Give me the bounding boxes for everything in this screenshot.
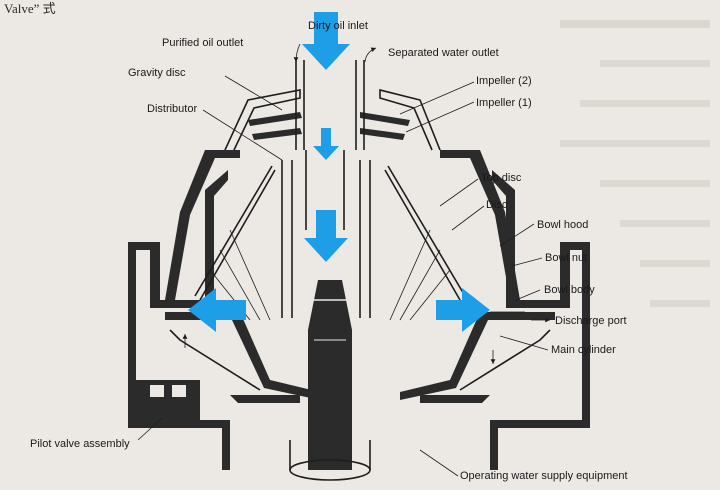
- background-print: [560, 20, 710, 307]
- bowl-hood-right: [440, 150, 520, 300]
- flow-arrow-right: [436, 288, 490, 332]
- pilot-valve-port: [150, 385, 164, 397]
- label-dirty-oil-inlet: Dirty oil inlet: [308, 20, 368, 32]
- labels: Dirty oil inlet Purified oil outlet Sepa…: [30, 20, 628, 482]
- label-impeller-1: Impeller (1): [476, 97, 532, 109]
- label-gravity-disc: Gravity disc: [128, 67, 186, 79]
- label-impeller-2: Impeller (2): [476, 75, 532, 87]
- separator-body: [128, 60, 590, 481]
- label-separated-water-outlet: Separated water outlet: [388, 47, 499, 59]
- bowl-hood-left: [165, 150, 240, 300]
- label-discharge-port: Discharge port: [555, 315, 627, 327]
- label-distributor: Distributor: [147, 103, 197, 115]
- flow-arrow-left: [188, 288, 246, 332]
- label-top-disc: Top disc: [481, 172, 522, 184]
- spindle: [308, 280, 352, 470]
- flow-arrow-inlet: [302, 12, 350, 70]
- distributor: [281, 160, 371, 318]
- frame-right: [490, 170, 590, 470]
- label-operating-water-supply: Operating water supply equipment: [460, 470, 628, 482]
- disc-stack-right: [384, 165, 466, 321]
- pilot-valve: [136, 380, 200, 420]
- leader-lines: [137, 43, 550, 477]
- flow-arrow-middle: [313, 128, 339, 160]
- frame-base-right: [420, 395, 490, 403]
- impeller-right: [360, 112, 410, 126]
- pilot-valve-port-2: [172, 385, 186, 397]
- water-outlet-pipe: [355, 60, 365, 150]
- label-bowl-nut: Bowl nut: [545, 252, 587, 264]
- impeller-left: [248, 112, 302, 126]
- label-bowl-body: Bowl body: [544, 284, 595, 296]
- label-pilot-valve-assembly: Pilot valve assembly: [30, 438, 130, 450]
- label-main-cylinder: Main cylinder: [551, 344, 616, 356]
- label-bowl-hood: Bowl hood: [537, 219, 588, 231]
- frame-left: [128, 170, 230, 470]
- top-cap-right: [379, 88, 441, 151]
- impeller-right-2: [360, 128, 405, 140]
- main-cylinder-right: [459, 329, 551, 391]
- bowl-body-left: [165, 312, 320, 400]
- main-cylinder-left: [169, 329, 261, 391]
- corner-text: Valve” 式: [4, 1, 56, 16]
- top-cap: [224, 89, 301, 151]
- purified-oil-pipe: [295, 60, 305, 150]
- label-disc: Disc: [486, 199, 508, 211]
- disc-stack-left: [194, 165, 276, 321]
- label-purified-oil-outlet: Purified oil outlet: [162, 37, 243, 49]
- flow-arrows: [188, 12, 490, 332]
- impeller-left-2: [252, 128, 302, 140]
- flow-arrow-down: [304, 210, 348, 262]
- frame-base: [230, 395, 300, 403]
- bowl-body-right: [400, 312, 555, 400]
- feed-tube: [305, 150, 345, 230]
